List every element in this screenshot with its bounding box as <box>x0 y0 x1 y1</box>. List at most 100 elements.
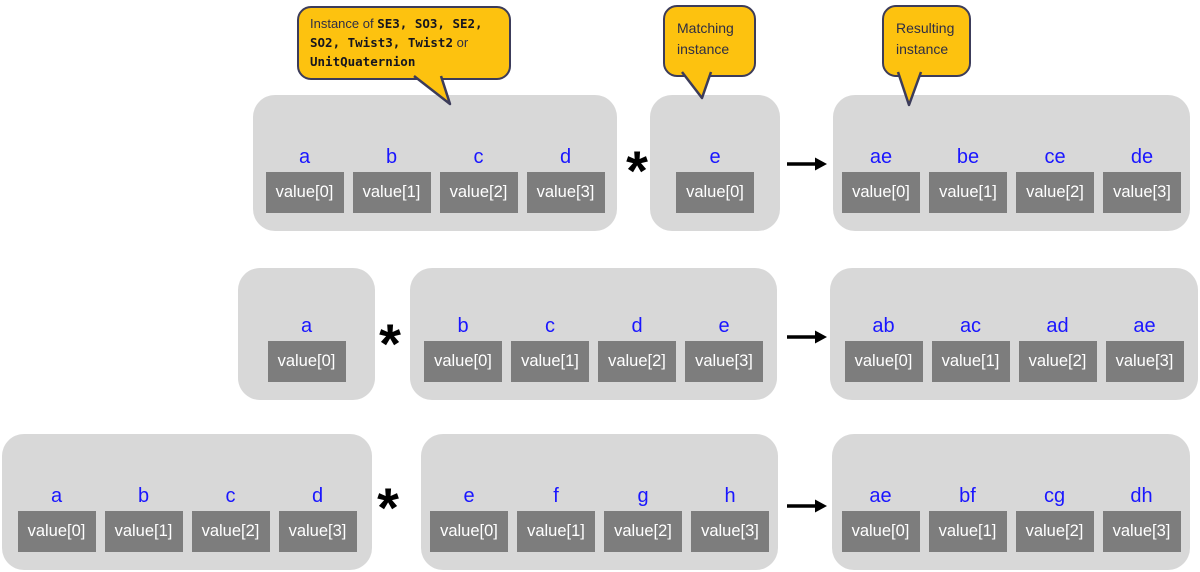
value-slot: value[2] <box>1018 341 1097 382</box>
value-slot: value[3] <box>691 511 769 552</box>
element-label: a <box>298 146 311 168</box>
row-2-result-box: ab value[0] ac value[1] ad value[2] ae value[3] <box>830 268 1198 400</box>
multiply-operator: * <box>626 139 648 202</box>
value-cell: bf value[1] <box>928 485 1007 552</box>
value-cell: f value[1] <box>517 485 595 552</box>
value-cell: ae value[3] <box>1105 315 1184 382</box>
value-slot: value[0] <box>844 341 923 382</box>
value-slot: value[0] <box>841 511 920 552</box>
value-cell: a value[0] <box>17 485 96 552</box>
element-label: a <box>50 485 63 507</box>
element-label: g <box>637 485 649 507</box>
value-cell: d value[3] <box>278 485 357 552</box>
maps-to-arrow-icon <box>787 157 827 171</box>
cell-row: ab value[0] ac value[1] ad value[2] ae value[3] <box>844 315 1184 382</box>
value-slot: value[2] <box>191 511 270 552</box>
multiply-operator: * <box>377 476 399 539</box>
value-slot: value[3] <box>1103 172 1181 213</box>
maps-to-arrow-icon <box>787 499 827 513</box>
cell-row: a value[0] b value[1] c value[2] d value[3] <box>17 485 357 552</box>
value-cell: dh value[3] <box>1102 485 1181 552</box>
value-cell: h value[3] <box>691 485 769 552</box>
value-slot: value[3] <box>278 511 357 552</box>
value-slot: value[2] <box>1015 511 1094 552</box>
callout-resulting-instance: Resulting instance <box>882 5 971 77</box>
value-slot: value[0] <box>424 341 502 382</box>
value-slot: value[1] <box>931 341 1010 382</box>
value-cell: c value[2] <box>191 485 270 552</box>
element-label: e <box>718 315 730 337</box>
value-slot: value[2] <box>598 341 676 382</box>
element-label: f <box>553 485 559 507</box>
value-cell: c value[1] <box>511 315 589 382</box>
value-slot: value[1] <box>928 511 1007 552</box>
element-label: ad <box>1046 315 1069 337</box>
value-cell: g value[2] <box>604 485 682 552</box>
element-label: e <box>709 146 721 168</box>
element-label: b <box>137 485 150 507</box>
callout-code-text: SE3, SO3, SE2, <box>377 16 483 31</box>
element-label: d <box>631 315 643 337</box>
multiply-operator: * <box>379 312 401 375</box>
value-slot: value[2] <box>1016 172 1094 213</box>
callout-instance-of: Instance of SE3, SO3, SE2, SO2, Twist3, … <box>297 6 511 80</box>
value-slot: value[3] <box>685 341 763 382</box>
element-label: be <box>956 146 980 168</box>
callout-line: UnitQuaternion <box>310 52 498 71</box>
element-label: d <box>311 485 324 507</box>
value-slot: value[1] <box>104 511 183 552</box>
value-slot: value[0] <box>676 172 754 213</box>
value-slot: value[0] <box>17 511 96 552</box>
value-cell: be value[1] <box>929 146 1007 213</box>
element-label: ae <box>1133 315 1156 337</box>
element-label: a <box>300 315 313 337</box>
value-slot: value[1] <box>929 172 1007 213</box>
element-label: bf <box>959 485 976 507</box>
element-label: c <box>545 315 555 337</box>
element-label: d <box>559 146 572 168</box>
value-slot: value[0] <box>842 172 920 213</box>
row-3-left-operand-box: a value[0] b value[1] c value[2] d value[3] <box>2 434 372 570</box>
value-slot: value[3] <box>1102 511 1181 552</box>
element-label: ab <box>872 315 895 337</box>
element-label: c <box>225 485 236 507</box>
value-slot: value[1] <box>511 341 589 382</box>
value-slot: value[1] <box>352 172 431 213</box>
value-cell: ac value[1] <box>931 315 1010 382</box>
value-cell: e value[3] <box>685 315 763 382</box>
value-slot: value[1] <box>517 511 595 552</box>
element-label: cg <box>1043 485 1066 507</box>
element-label: ce <box>1044 146 1066 168</box>
value-cell: cg value[2] <box>1015 485 1094 552</box>
row-1-right-operand-box: e value[0] <box>650 95 780 231</box>
callout-code-text: UnitQuaternion <box>310 54 416 69</box>
value-slot: value[3] <box>526 172 605 213</box>
value-slot: value[3] <box>1105 341 1184 382</box>
value-cell: d value[3] <box>526 146 605 213</box>
element-label: dh <box>1130 485 1153 507</box>
value-cell: ce value[2] <box>1016 146 1094 213</box>
element-label: h <box>724 485 736 507</box>
value-cell: d value[2] <box>598 315 676 382</box>
callout-line: Instance of SE3, SO3, SE2, <box>310 14 498 33</box>
value-slot: value[2] <box>604 511 682 552</box>
element-label: ac <box>959 315 982 337</box>
